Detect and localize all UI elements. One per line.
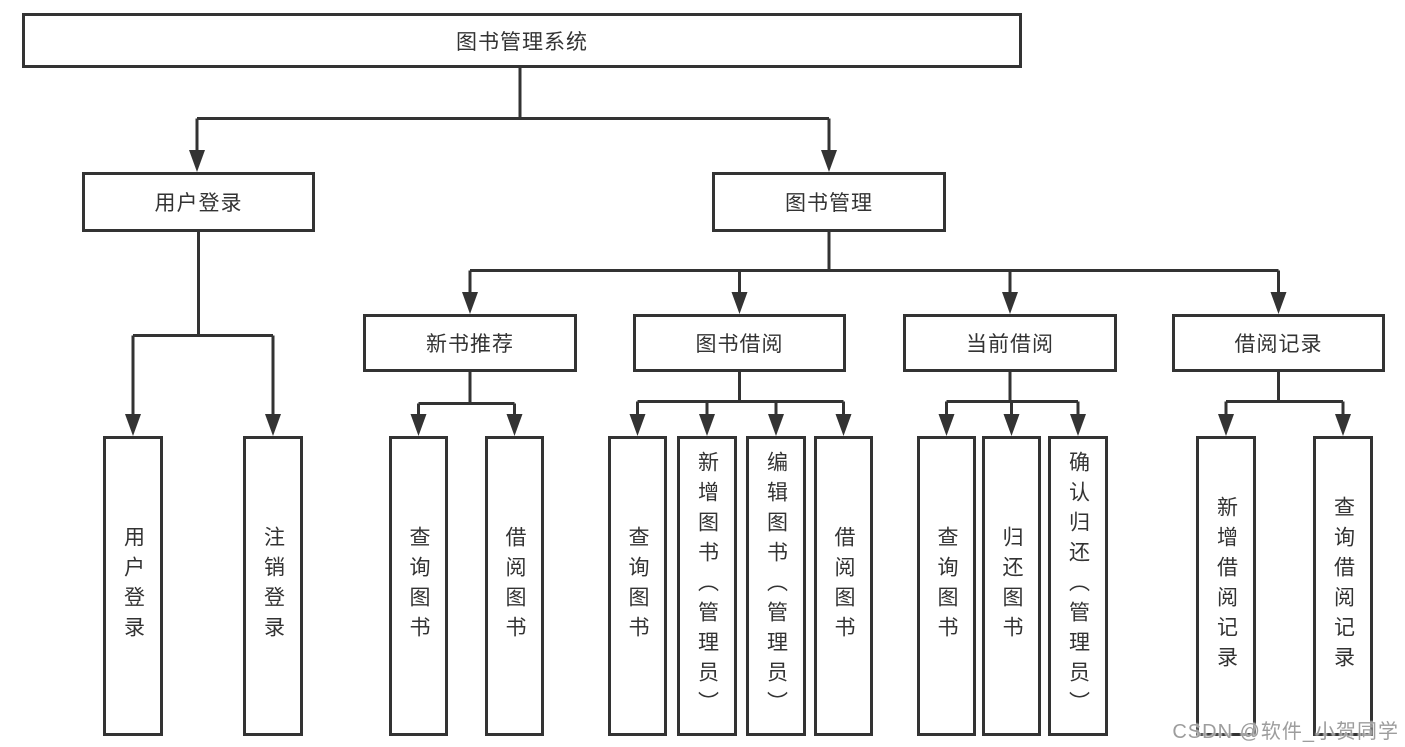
node-leaf-borrow-books-1: 借阅图书 — [485, 436, 544, 736]
node-leaf-query-books-2: 查询图书 — [608, 436, 667, 736]
node-leaf-query-borrow-record: 查询借阅记录 — [1313, 436, 1373, 736]
node-leaf-label: 新增借阅记录 — [1214, 496, 1238, 676]
node-leaf-label: 借阅图书 — [503, 526, 526, 646]
node-user-login-label: 用户登录 — [154, 192, 243, 215]
node-leaf-label: 归还图书 — [1000, 526, 1023, 646]
node-leaf-add-borrow-record: 新增借阅记录 — [1196, 436, 1256, 736]
node-leaf-label: 查询图书 — [935, 526, 958, 646]
node-new-books-label: 新书推荐 — [426, 333, 514, 356]
node-root: 图书管理系统 — [22, 13, 1022, 68]
watermark: CSDN @软件_小贺同学 — [1172, 721, 1399, 743]
node-book-borrowing: 图书借阅 — [633, 314, 846, 372]
node-leaf-label: 查询借阅记录 — [1331, 496, 1355, 676]
node-book-management-label: 图书管理 — [785, 192, 873, 215]
node-leaf-label: 查询图书 — [407, 526, 430, 646]
node-new-books: 新书推荐 — [363, 314, 577, 372]
node-borrowing-records-label: 借阅记录 — [1234, 333, 1323, 356]
node-leaf-label: 确认归还（管理员） — [1066, 451, 1090, 721]
node-leaf-confirm-return-admin: 确认归还（管理员） — [1048, 436, 1108, 736]
node-leaf-label: 用户登录 — [121, 526, 145, 646]
node-book-management: 图书管理 — [712, 172, 946, 232]
node-borrowing-records: 借阅记录 — [1172, 314, 1385, 372]
node-leaf-query-books-1: 查询图书 — [389, 436, 448, 736]
node-current-borrowing: 当前借阅 — [903, 314, 1117, 372]
node-leaf-label: 借阅图书 — [832, 526, 855, 646]
node-leaf-label: 编辑图书（管理员） — [764, 451, 788, 721]
node-leaf-logout: 注销登录 — [243, 436, 303, 736]
node-current-borrowing-label: 当前借阅 — [966, 333, 1054, 356]
node-book-borrowing-label: 图书借阅 — [695, 333, 784, 356]
node-leaf-edit-books-admin: 编辑图书（管理员） — [746, 436, 806, 736]
node-leaf-borrow-books-2: 借阅图书 — [814, 436, 873, 736]
node-user-login: 用户登录 — [82, 172, 315, 232]
node-leaf-label: 新增图书（管理员） — [695, 451, 719, 721]
node-leaf-return-books: 归还图书 — [982, 436, 1041, 736]
node-leaf-query-books-3: 查询图书 — [917, 436, 976, 736]
node-leaf-add-books-admin: 新增图书（管理员） — [677, 436, 737, 736]
node-leaf-user-login: 用户登录 — [103, 436, 163, 736]
node-leaf-label: 注销登录 — [261, 526, 285, 646]
node-root-label: 图书管理系统 — [456, 30, 588, 54]
node-leaf-label: 查询图书 — [626, 526, 649, 646]
